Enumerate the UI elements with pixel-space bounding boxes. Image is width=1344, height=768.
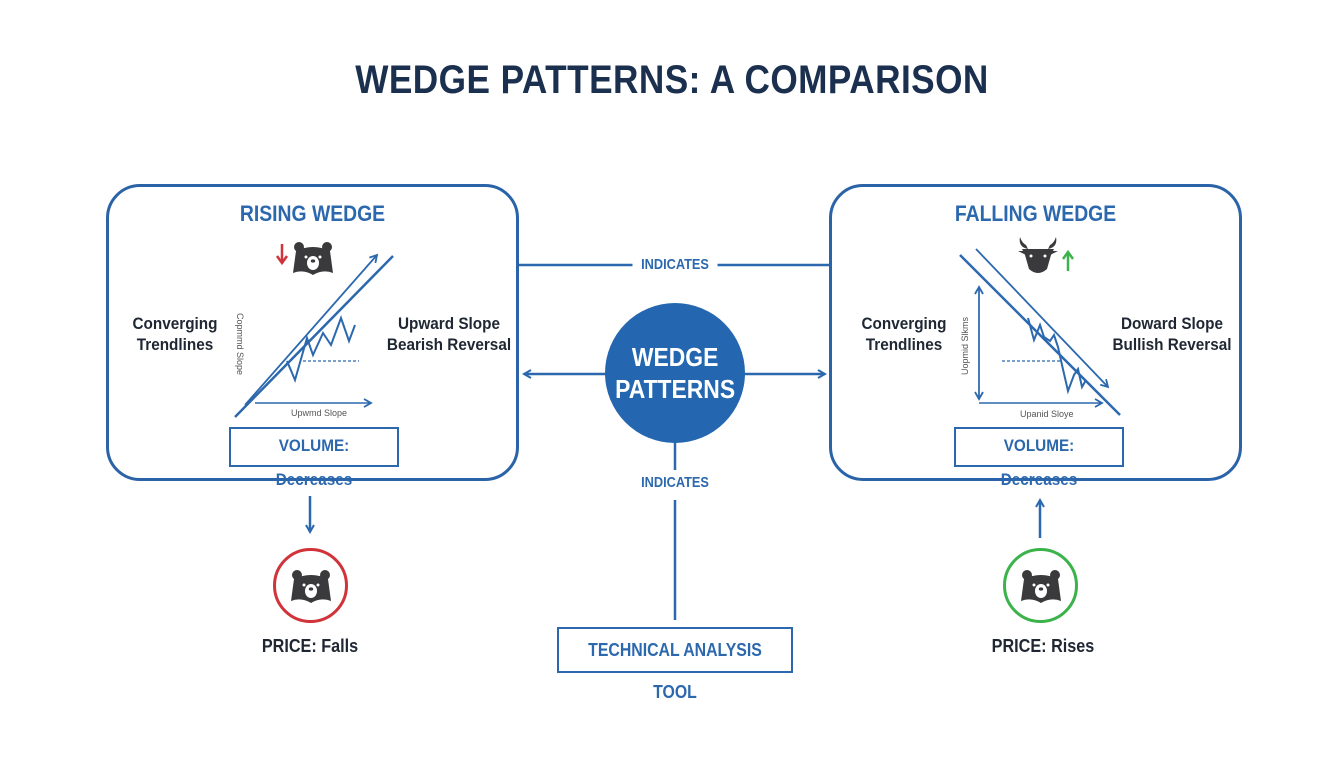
- bear-icon: [1020, 569, 1061, 603]
- price-rises-label: PRICE: Rises: [991, 636, 1095, 656]
- bear-icon: [290, 569, 331, 603]
- indicates-top-label: INDICATES: [632, 256, 718, 273]
- rising-y-axis-label: Copmmd Slope: [235, 313, 245, 375]
- indicates-bottom-label: INDICATES: [632, 474, 718, 491]
- arrow-up-green-icon: [1061, 249, 1075, 271]
- falling-y-axis-label: Uopmid Slkms: [960, 316, 970, 375]
- falling-wedge-chart: Upanid Sloye Uopmid Slkms: [959, 248, 1121, 419]
- rising-wedge-panel: RISING WEDGE Converging Trendlines Upwar…: [106, 184, 519, 489]
- falling-wedge-panel: FALLING WEDGE Converging Trendlines Dowa…: [829, 184, 1242, 489]
- falling-price-line: [1027, 317, 1087, 395]
- falling-sentiment-icons: [1018, 237, 1075, 273]
- rising-price-line: [286, 315, 356, 384]
- falling-right-text: Doward Slope Bullish Reversal: [1109, 313, 1235, 355]
- rising-wedge-chart: Upwmd Slope Copmmd Slope: [234, 253, 394, 418]
- falling-x-axis-label: Upanid Sloye: [1020, 409, 1074, 419]
- falling-wedge-title: FALLING WEDGE: [954, 201, 1117, 226]
- rising-x-axis-label: Upwmd Slope: [291, 408, 347, 418]
- bear-icon: [293, 242, 333, 275]
- falling-lower-trendline: [959, 254, 1121, 416]
- page-title: WEDGE PATTERNS: A COMPARISON: [355, 58, 989, 102]
- rising-lower-trendline: [234, 255, 394, 418]
- hub-line2: PATTERNS: [615, 374, 735, 404]
- falling-left-line1: Converging: [861, 314, 947, 333]
- hub-line1: WEDGE: [631, 342, 719, 372]
- falling-volume-box: VOLUME: Decreases: [954, 427, 1124, 489]
- price-rises-circle: [1003, 548, 1078, 623]
- falling-right-line2: Bullish Reversal: [1112, 335, 1232, 354]
- rising-volume-label: VOLUME: Decreases: [275, 436, 353, 489]
- falling-left-text: Converging Trendlines: [850, 313, 958, 355]
- rising-right-line2: Bearish Reversal: [386, 335, 512, 354]
- falling-volume-label: VOLUME: Decreases: [1000, 436, 1078, 489]
- falling-upper-trendline: [975, 248, 1110, 389]
- rising-upper-trendline: [244, 253, 379, 406]
- falling-left-line2: Trendlines: [865, 335, 943, 354]
- rising-left-text: Converging Trendlines: [121, 313, 229, 355]
- rising-wedge-title: RISING WEDGE: [239, 201, 386, 226]
- rising-left-line1: Converging: [132, 314, 218, 333]
- price-falls-label: PRICE: Falls: [261, 636, 359, 656]
- rising-right-text: Upward Slope Bearish Reversal: [386, 313, 512, 355]
- rising-right-line1: Upward Slope: [397, 314, 501, 333]
- falling-right-line1: Doward Slope: [1120, 314, 1224, 333]
- price-falls-circle: [273, 548, 348, 623]
- wedge-patterns-hub: WEDGE PATTERNS: [605, 303, 745, 443]
- bull-icon: [1018, 237, 1058, 273]
- technical-analysis-tool-label: TECHNICAL ANALYSIS TOOL: [588, 640, 762, 702]
- rising-left-line2: Trendlines: [136, 335, 214, 354]
- technical-analysis-tool-box: TECHNICAL ANALYSIS TOOL: [557, 627, 793, 702]
- rising-volume-box: VOLUME: Decreases: [229, 427, 399, 489]
- arrow-down-red-icon: [275, 244, 289, 266]
- rising-sentiment-icons: [275, 242, 333, 275]
